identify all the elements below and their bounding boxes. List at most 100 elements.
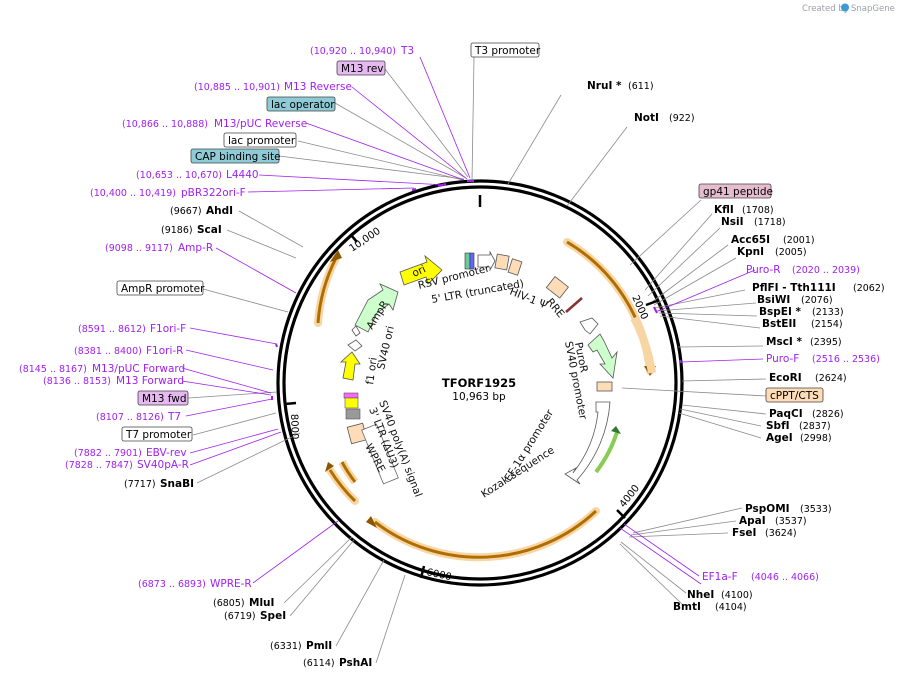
puror-label: PuroR — [572, 341, 590, 373]
f1ori-f-range: (8591 .. 8612) — [78, 324, 146, 335]
acc65i-label[interactable]: Acc65I — [731, 234, 770, 246]
t7-promoter-box[interactable] — [121, 426, 193, 442]
f1ori-f-label[interactable]: F1ori-F — [150, 323, 186, 335]
agei-position: (2998) — [800, 433, 832, 444]
ecori-label[interactable]: EcoRI — [769, 372, 802, 384]
kfli-label[interactable]: KflI — [714, 204, 734, 216]
pflfi-tth111i-label[interactable]: PflFI - Tth111I — [752, 282, 836, 294]
m13-fwd-label: M13 fwd — [142, 393, 187, 405]
cap-binding-site-box[interactable] — [190, 148, 280, 164]
fsei-label[interactable]: FseI — [732, 527, 756, 539]
t3-primer-label[interactable]: T3 — [400, 45, 414, 57]
noti-label[interactable]: NotI — [634, 112, 659, 124]
f1ori-r-label[interactable]: F1ori-R — [146, 345, 183, 357]
pshai-label[interactable]: PshAI — [339, 657, 372, 669]
mlui-label[interactable]: MluI — [249, 597, 274, 609]
sv40-ori-label: SV40 ori — [375, 325, 397, 371]
fsei-position: (3624) — [765, 528, 797, 539]
msci-label[interactable]: MscI * — [766, 336, 802, 348]
spei-label[interactable]: SpeI — [260, 610, 286, 622]
sbfi-position: (2837) — [799, 421, 831, 432]
m13-puc-forward-label[interactable]: M13/pUC Forward — [92, 363, 185, 375]
bspei-position: (2133) — [812, 307, 844, 318]
t7-primer-label[interactable]: T7 — [167, 411, 181, 423]
puro-r-range: (2020 .. 2039) — [792, 265, 860, 276]
bsteii-label[interactable]: BstEII — [762, 318, 796, 330]
gp41-peptide-box[interactable] — [698, 183, 772, 199]
snapgene-logo-icon — [841, 3, 849, 12]
snabi-label[interactable]: SnaBI — [160, 478, 194, 490]
puro-f-range: (2516 .. 2536) — [812, 354, 880, 365]
m13-forward-label[interactable]: M13 Forward — [116, 375, 184, 387]
wpre-r-range: (6873 .. 6893) — [138, 579, 206, 590]
tick-8000: 8000 — [288, 414, 300, 440]
m13-rev-box[interactable] — [336, 60, 386, 76]
acc65i-position: (2001) — [783, 235, 815, 246]
ecori-position: (2624) — [815, 373, 847, 384]
lac-promoter-box[interactable] — [223, 132, 297, 148]
sv40-promoter-arrow — [579, 317, 599, 335]
msci-position: (2395) — [810, 337, 842, 348]
tick-10000: 10,000 — [348, 226, 383, 255]
wpre-r-label[interactable]: WPRE-R — [210, 578, 252, 590]
l4440-range: (10,653 .. 10,670) — [136, 170, 222, 181]
nrui-position: (611) — [628, 81, 654, 92]
scai-label[interactable]: ScaI — [197, 224, 222, 236]
pmli-position: (6331) — [270, 641, 302, 652]
ahdi-label[interactable]: AhdI — [206, 205, 233, 217]
lac-operator-box[interactable] — [266, 96, 336, 112]
ebv-rev-label[interactable]: EBV-rev — [146, 447, 187, 459]
l4440-label[interactable]: L4440 — [226, 169, 259, 181]
m13-puc-reverse-label[interactable]: M13/pUC Reverse — [214, 118, 307, 130]
kfli-position: (1708) — [742, 205, 774, 216]
nsii-label[interactable]: NsiI — [721, 216, 744, 228]
primer-leader-lines — [181, 56, 764, 585]
puro-r-label[interactable]: Puro-R — [746, 264, 781, 276]
bmti-label[interactable]: BmtI — [673, 601, 701, 613]
backbone-outer-ring — [276, 179, 684, 587]
pbr322ori-f-label[interactable]: pBR322ori-F — [181, 187, 246, 199]
nrui-label[interactable]: NruI * — [587, 80, 622, 92]
bspei-label[interactable]: BspEI * — [759, 306, 802, 318]
cap-binding-site-label: CAP binding site — [195, 151, 281, 163]
ampr-promoter-box[interactable] — [116, 280, 204, 296]
amp-r-range: (9098 .. 9117) — [105, 243, 173, 254]
puror-arrow — [587, 333, 618, 379]
pmli-label[interactable]: PmlI — [306, 640, 332, 652]
ef1a-f-label[interactable]: EF1a-F — [702, 571, 738, 583]
f1-ori-label: f1 ori — [364, 357, 380, 386]
nsii-position: (1718) — [754, 217, 786, 228]
pshai-position: (6114) — [303, 658, 335, 669]
ef1a-f-range: (4046 .. 4066) — [751, 572, 819, 583]
t3-promoter-label: T3 promoter — [474, 45, 541, 57]
t3-promoter-box[interactable] — [470, 42, 540, 58]
nhei-position: (4100) — [721, 590, 753, 601]
rsv-promoter-arrow — [477, 250, 496, 272]
lac-promoter-label: lac promoter — [228, 135, 296, 147]
paqci-label[interactable]: PaqCI — [769, 408, 803, 420]
m13-fwd-box[interactable] — [137, 390, 189, 406]
nhei-label[interactable]: NheI — [687, 589, 714, 601]
bsiwi-label[interactable]: BsiWI — [757, 294, 790, 306]
m13-reverse-label[interactable]: M13 Reverse — [284, 81, 352, 93]
sbfi-label[interactable]: SbfI — [766, 420, 790, 432]
kpni-label[interactable]: KpnI — [737, 246, 764, 258]
pspomi-label[interactable]: PspOMI — [745, 503, 790, 515]
cppt-cts-box[interactable] — [765, 387, 824, 403]
apai-label[interactable]: ApaI — [739, 515, 766, 527]
apai-position: (3537) — [775, 516, 807, 527]
puro-f-label[interactable]: Puro-F — [766, 353, 799, 365]
sv40pa-r-label[interactable]: SV40pA-R — [137, 459, 189, 471]
ori-label: ori — [410, 263, 427, 280]
sv40pa-r-range: (7828 .. 7847) — [65, 460, 133, 471]
m13-reverse-range: (10,885 .. 10,901) — [194, 82, 280, 93]
ef1a-promoter-arrow — [564, 401, 611, 485]
rre-label: RRE — [544, 296, 567, 320]
gp41-peptide-label: gp41 peptide — [703, 186, 773, 198]
snabi-position: (7717) — [124, 479, 156, 490]
paqci-position: (2826) — [812, 409, 844, 420]
snapgene-credit: Created by SnapGene — [802, 3, 895, 14]
agei-label[interactable]: AgeI — [766, 432, 793, 444]
amp-r-label[interactable]: Amp-R — [178, 242, 213, 254]
scai-position: (9186) — [161, 225, 193, 236]
